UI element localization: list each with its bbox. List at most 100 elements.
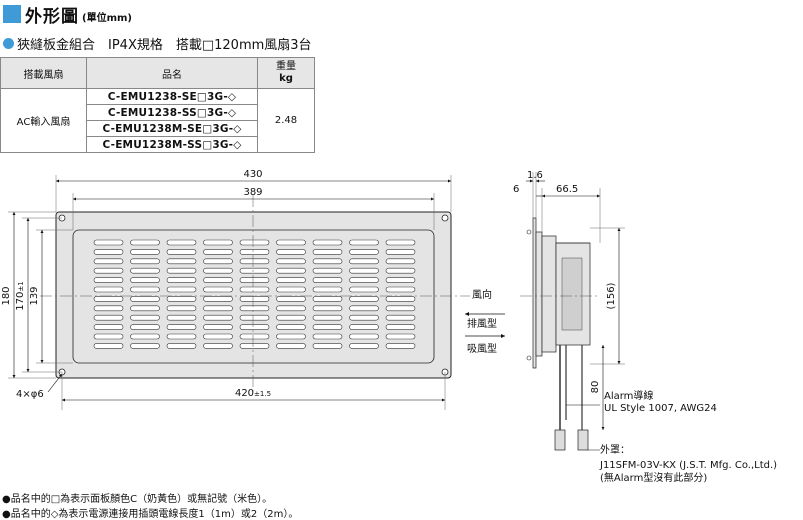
header-fan: 搭載風扇 xyxy=(0,57,87,89)
louver-slot xyxy=(312,324,343,330)
title-unit: (單位mm) xyxy=(82,12,132,24)
fan-type-cell: AC輸入風扇 xyxy=(0,88,87,153)
airflow-intake: 吸風型 xyxy=(467,342,497,355)
title-square-icon xyxy=(3,5,21,23)
dim-180: 180 xyxy=(1,286,12,305)
louver-slot xyxy=(312,249,343,255)
note-cable: ●品名中的◇為表示電源連接用插頭電線長度1（1m）或2（2m）。 xyxy=(2,509,299,520)
louver-slot xyxy=(130,343,160,349)
model-cell: C-EMU1238M-SE□3G-◇ xyxy=(86,120,258,137)
screw-hole-icon xyxy=(441,214,449,222)
model-cell: C-EMU1238M-SS□3G-◇ xyxy=(86,136,258,153)
louver-slot xyxy=(349,258,379,265)
louver-slot xyxy=(130,286,160,293)
louver-slot xyxy=(239,305,270,312)
louver-slot xyxy=(203,249,233,255)
louver-slot xyxy=(276,277,306,283)
louver-slot xyxy=(276,324,306,330)
dim-hole: 4×φ6 xyxy=(16,389,44,400)
cable-spec: UL Style 1007, AWG24 xyxy=(604,403,717,414)
louver-slot xyxy=(130,333,160,340)
louver-slot xyxy=(93,249,124,255)
dim-420: 420±1.5 xyxy=(235,388,271,399)
louver-slot xyxy=(93,258,124,265)
louver-slot xyxy=(276,305,306,312)
page-title: 外形圖 (單位mm) xyxy=(3,3,132,27)
louver-slot xyxy=(276,267,306,274)
airflow-title: 風向 xyxy=(472,288,492,301)
louver-slot xyxy=(312,296,343,302)
louver-slot xyxy=(203,296,233,302)
louver-slot xyxy=(312,343,343,349)
plug-icon xyxy=(554,429,566,451)
louver-slot xyxy=(130,305,160,312)
louver-slot xyxy=(349,305,379,312)
louver-slot xyxy=(203,258,233,265)
louver-slot xyxy=(166,258,197,265)
louver-slot xyxy=(203,239,233,246)
louver-slot xyxy=(93,267,124,274)
louver-slot xyxy=(130,324,160,330)
louver-slot xyxy=(93,305,124,312)
header-weight-unit: kg xyxy=(279,73,293,84)
louver-slot xyxy=(349,296,379,302)
louver-slot xyxy=(203,286,233,293)
louver-slot xyxy=(203,305,233,312)
louver-slot xyxy=(385,277,416,283)
connector-part: J11SFM-03V-KX (J.S.T. Mfg. Co.,Ltd.) xyxy=(599,460,777,471)
louver-slot xyxy=(166,314,197,321)
model-cell: C-EMU1238-SE□3G-◇ xyxy=(86,88,258,105)
louver-slot xyxy=(93,343,124,349)
louver-slot xyxy=(93,239,124,246)
louver-slot xyxy=(130,258,160,265)
dim-66-5: 66.5 xyxy=(556,184,578,195)
louver-slot xyxy=(349,239,379,246)
louver-slot xyxy=(385,239,416,246)
louver-slot xyxy=(385,249,416,255)
model-cell: C-EMU1238-SS□3G-◇ xyxy=(86,104,258,121)
louver-slot xyxy=(203,277,233,283)
louver-slot xyxy=(385,305,416,312)
connector-note: (無Alarm型沒有此部分) xyxy=(600,471,707,484)
connector-icon xyxy=(577,429,589,451)
louver-slot xyxy=(130,314,160,321)
header-weight-label: 重量 xyxy=(276,61,296,72)
louver-slot xyxy=(349,324,379,330)
louver-slot xyxy=(203,324,233,330)
note-color: ●品名中的□為表示面板顏色C（奶黃色）或無記號（米色）。 xyxy=(2,494,273,505)
louver-slot xyxy=(276,239,306,246)
louver-slot xyxy=(385,296,416,302)
louver-slot xyxy=(93,296,124,302)
louver-slot xyxy=(203,314,233,321)
louver-slot xyxy=(276,314,306,321)
louver-slot xyxy=(93,314,124,321)
louver-slot xyxy=(166,324,197,330)
dim-156: (156) xyxy=(606,282,617,309)
louver-slot xyxy=(312,277,343,283)
louver-slot xyxy=(166,267,197,274)
louver-slot xyxy=(349,314,379,321)
louver-slot xyxy=(312,305,343,312)
louver-slot xyxy=(239,314,270,321)
louver-slots xyxy=(93,239,416,349)
header-weight: 重量 kg xyxy=(257,57,315,89)
louver-slot xyxy=(276,286,306,293)
connector-title: 外罩： xyxy=(600,444,630,456)
louver-slot xyxy=(130,277,160,283)
subtitle-text: 狹縫板金組合 IP4X規格 搭載□120mm風扇3台 xyxy=(17,38,312,53)
louver-slot xyxy=(385,286,416,293)
louver-slot xyxy=(166,249,197,255)
louver-slot xyxy=(385,343,416,349)
dim-430: 430 xyxy=(243,169,262,180)
louver-slot xyxy=(349,267,379,274)
bullet-dot-icon xyxy=(3,38,14,49)
spec-table: 搭載風扇 品名 重量 kg AC輸入風扇 C-EMU1238-SE□3G-◇ 2… xyxy=(0,57,315,153)
dim-170: 170±1 xyxy=(15,281,26,310)
weight-cell: 2.48 xyxy=(257,88,315,153)
louver-slot xyxy=(166,286,197,293)
louver-slot xyxy=(93,277,124,283)
louver-slot xyxy=(166,305,197,312)
louver-slot xyxy=(312,333,343,340)
louver-slot xyxy=(93,286,124,293)
